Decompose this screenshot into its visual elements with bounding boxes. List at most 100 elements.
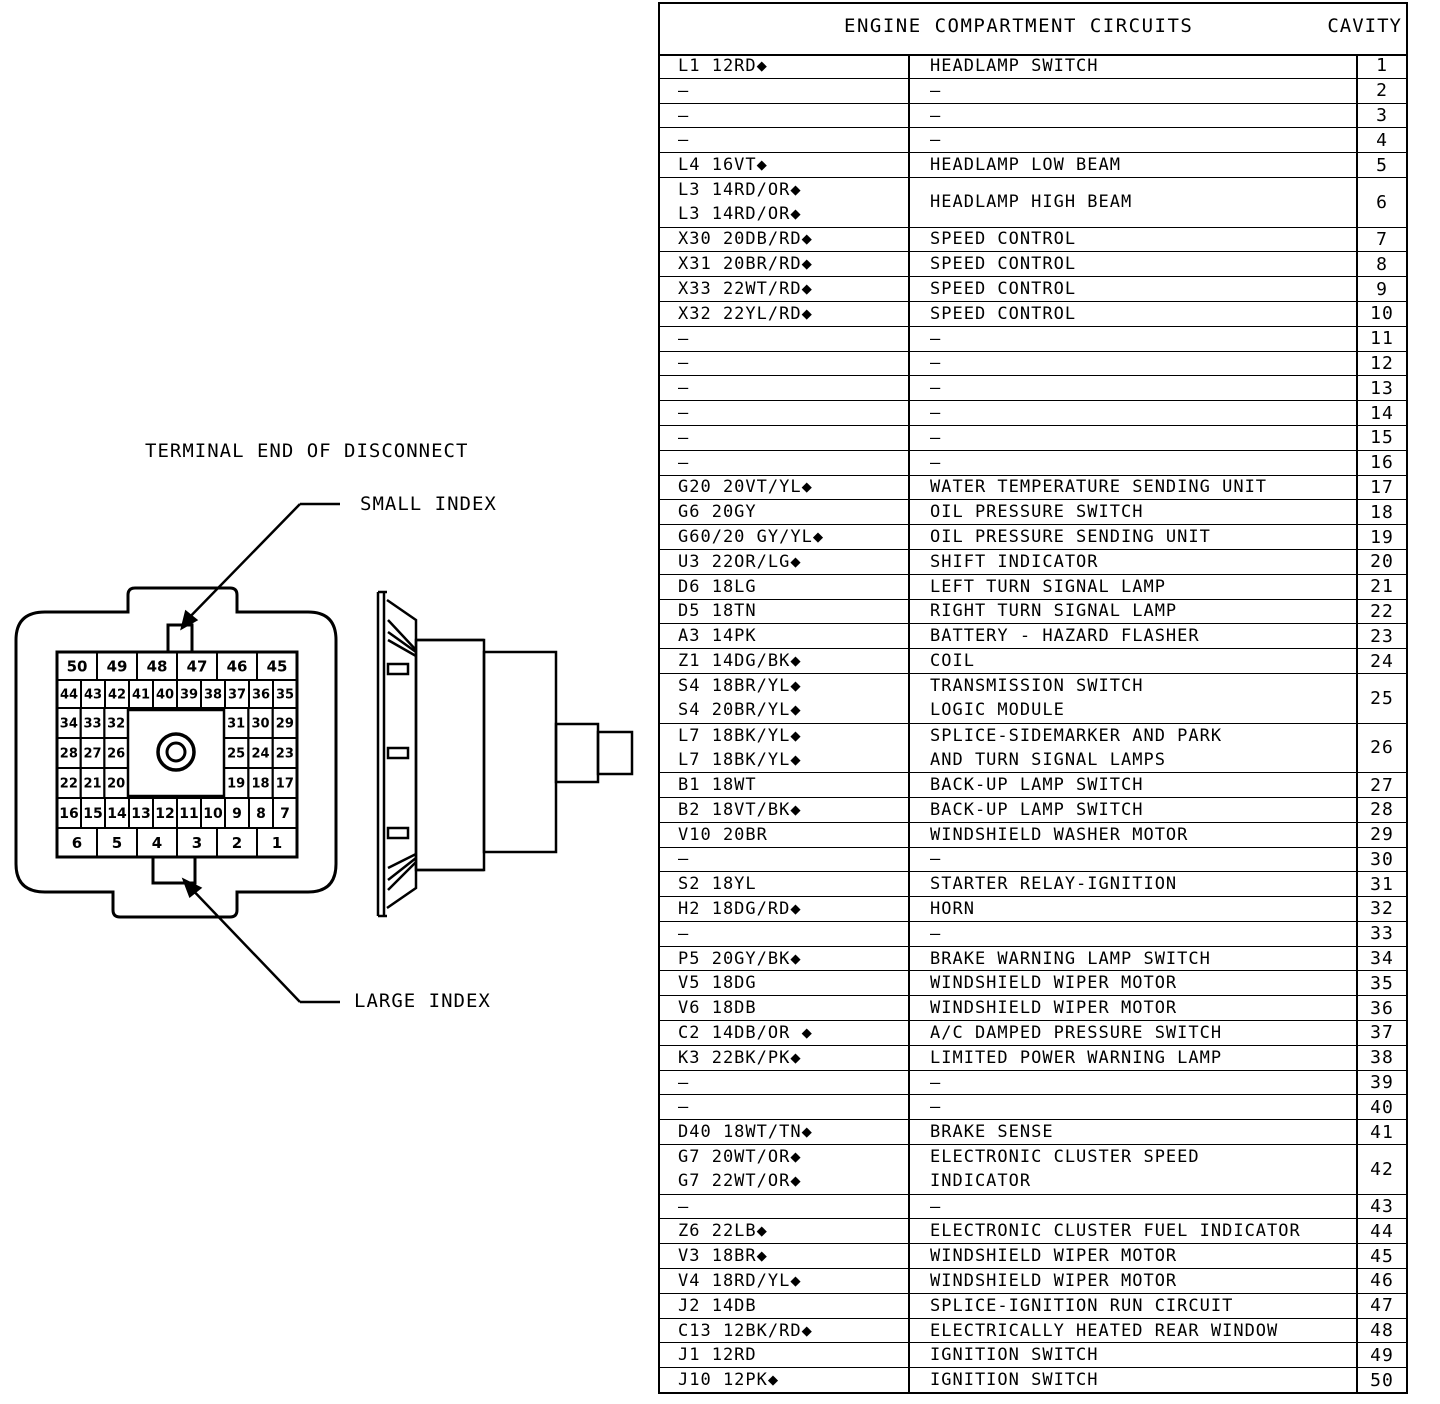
pin-number: 25 xyxy=(227,747,245,762)
function-cell: STARTER RELAY-IGNITION xyxy=(910,872,1358,897)
pin-number: 24 xyxy=(251,747,269,762)
circuit-cell-text: V6 18DB xyxy=(678,998,757,1019)
pin-number: 27 xyxy=(83,747,101,762)
function-cell-text: IGNITION SWITCH xyxy=(930,1370,1099,1391)
circuit-cell: — xyxy=(660,450,910,475)
cavity-cell: 44 xyxy=(1370,1220,1394,1242)
circuit-cell: J2 14DB xyxy=(660,1293,910,1318)
function-cell: — xyxy=(910,425,1358,450)
pin-number: 35 xyxy=(276,688,294,703)
function-cell-text: WINDSHIELD WIPER MOTOR xyxy=(930,1270,1178,1291)
circuit-cell: V10 20BR xyxy=(660,822,910,847)
cavity-cell: 47 xyxy=(1370,1295,1394,1317)
circuit-cell: X33 22WT/RD◆ xyxy=(660,277,910,301)
circuit-cell: G6 20GY xyxy=(660,500,910,525)
cavity-cell: 42 xyxy=(1370,1158,1394,1180)
function-cell: LIMITED POWER WARNING LAMP xyxy=(910,1045,1358,1070)
table-row: C13 12BK/RD◆ELECTRICALLY HEATED REAR WIN… xyxy=(660,1318,1406,1344)
circuit-cell-text: X30 20DB/RD◆ xyxy=(678,229,813,250)
function-cell: SPEED CONTROL xyxy=(910,277,1358,301)
table-header: ENGINE COMPARTMENT CIRCUITS CAVITY xyxy=(660,4,1406,56)
circuit-cell-text: — xyxy=(678,1196,690,1217)
function-cell-text: OIL PRESSURE SWITCH xyxy=(930,502,1144,523)
circuit-cell-text: V10 20BR xyxy=(678,824,768,845)
table-row: L7 18BK/YL◆L7 18BK/YL◆SPLICE-SIDEMARKER … xyxy=(660,723,1406,774)
circuit-cell-text: — xyxy=(678,328,690,349)
circuit-cell: — xyxy=(660,921,910,946)
circuit-cell-text: L3 14RD/OR◆ xyxy=(678,180,802,201)
pin-number: 32 xyxy=(107,717,125,732)
function-cell: HEADLAMP HIGH BEAM xyxy=(910,177,1358,227)
function-cell: ELECTRONIC CLUSTER FUEL INDICATOR xyxy=(910,1219,1358,1244)
table-row: G20 20VT/YL◆WATER TEMPERATURE SENDING UN… xyxy=(660,475,1406,501)
function-cell: — xyxy=(910,128,1358,153)
circuit-cell-text: Z6 22LB◆ xyxy=(678,1221,768,1242)
large-index xyxy=(151,855,197,885)
pin-number: 26 xyxy=(107,747,125,762)
pin-number: 15 xyxy=(83,806,102,822)
table-row: ——33 xyxy=(660,921,1406,947)
function-cell: — xyxy=(910,847,1358,872)
function-cell-text: WINDSHIELD WASHER MOTOR xyxy=(930,824,1189,845)
function-cell: COIL xyxy=(910,649,1358,673)
circuit-cell: — xyxy=(660,326,910,351)
cavity-cell: 50 xyxy=(1370,1369,1394,1391)
function-cell-text: SPEED CONTROL xyxy=(930,254,1077,275)
table-title: ENGINE COMPARTMENT CIRCUITS xyxy=(844,15,1194,37)
function-cell-text: IGNITION SWITCH xyxy=(930,1345,1099,1366)
function-cell-text: — xyxy=(930,328,942,349)
circuit-cell-text: V4 18RD/YL◆ xyxy=(678,1270,802,1291)
circuit-cell: L3 14RD/OR◆L3 14RD/OR◆ xyxy=(660,177,910,227)
circuit-cell: K3 22BK/PK◆ xyxy=(660,1045,910,1070)
function-cell-text: — xyxy=(930,1097,942,1118)
table-row: ——4 xyxy=(660,128,1406,154)
circuit-cell: — xyxy=(660,78,910,103)
cavity-cell: 36 xyxy=(1370,997,1394,1019)
circuit-cell: S2 18YL xyxy=(660,872,910,897)
pin-number: 34 xyxy=(60,717,78,732)
diagram-title: TERMINAL END OF DISCONNECT xyxy=(145,440,469,462)
pin-cell xyxy=(256,827,298,858)
circuit-cell: G60/20 GY/YL◆ xyxy=(660,525,910,549)
center-boss xyxy=(126,708,226,798)
cavity-cell: 23 xyxy=(1370,625,1394,647)
function-cell-text: — xyxy=(930,923,942,944)
circuit-cell-text: K3 22BK/PK◆ xyxy=(678,1047,802,1068)
circuit-cell-text: — xyxy=(678,378,690,399)
function-cell-text: — xyxy=(930,452,942,473)
function-cell: — xyxy=(910,921,1358,946)
circuit-cell-text: — xyxy=(678,427,690,448)
cavity-cell: 14 xyxy=(1370,402,1394,424)
circuit-cell-text: — xyxy=(678,130,690,151)
table-row: ——12 xyxy=(660,351,1406,377)
pin-number: 45 xyxy=(267,657,288,675)
circuit-cell: B2 18VT/BK◆ xyxy=(660,797,910,822)
function-cell-text: RIGHT TURN SIGNAL LAMP xyxy=(930,601,1178,622)
circuit-cell: L1 12RD◆ xyxy=(660,54,910,78)
circuit-cell: H2 18DG/RD◆ xyxy=(660,897,910,921)
circuit-cell: — xyxy=(660,847,910,872)
circuit-cell: L7 18BK/YL◆L7 18BK/YL◆ xyxy=(660,723,910,773)
circuit-cell-text: — xyxy=(678,1072,690,1093)
center-post-inner xyxy=(165,741,187,763)
cavity-cell: 21 xyxy=(1370,576,1394,598)
circuit-cell: V5 18DG xyxy=(660,971,910,996)
pin-number: 17 xyxy=(276,777,294,792)
pin-number: 30 xyxy=(251,717,269,732)
table-row: ——39 xyxy=(660,1070,1406,1096)
pin-number: 19 xyxy=(227,777,245,792)
circuit-cell-text: D5 18TN xyxy=(678,601,757,622)
circuit-cell: — xyxy=(660,425,910,450)
pin-number: 1 xyxy=(272,834,282,852)
function-cell-text: — xyxy=(930,130,942,151)
cavity-cell: 3 xyxy=(1376,104,1388,126)
